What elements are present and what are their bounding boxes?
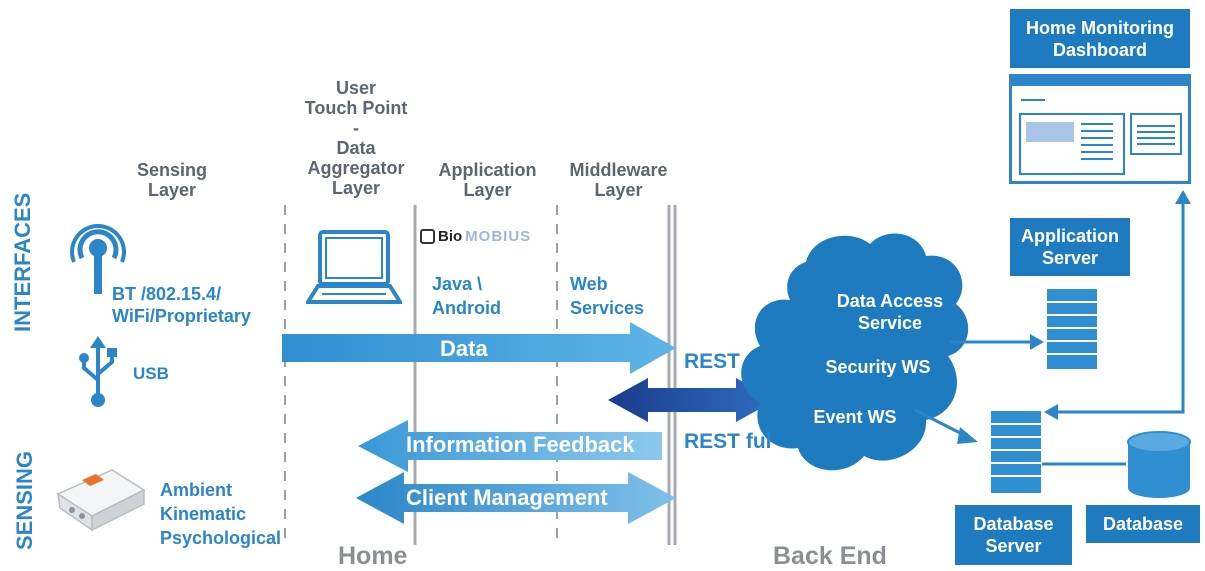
biomobius-logo-bio: Bio xyxy=(438,227,463,245)
cloud-to-appserver-head xyxy=(1030,334,1044,350)
database-server-icon xyxy=(991,411,1041,493)
data-access-service-label: Data Access Service xyxy=(836,291,944,333)
biomobius-mark-icon xyxy=(420,228,435,244)
client-management-arrow xyxy=(356,472,676,524)
dashboard-title-box: Home Monitoring Dashboard xyxy=(1010,9,1190,68)
security-ws-label: Security WS xyxy=(825,357,931,377)
sensor-types-label: Ambient Kinematic Psychological xyxy=(160,480,282,548)
rest-double-arrow xyxy=(608,378,776,422)
information-feedback-label: Information Feedback xyxy=(406,432,635,457)
laptop-icon xyxy=(306,230,402,304)
layer-heading-application: Application Layer xyxy=(438,160,537,200)
dashboard-screen-icon xyxy=(1009,74,1191,184)
data-arrow-label: Data xyxy=(440,336,488,361)
database-box: Database xyxy=(1086,505,1200,543)
database-cylinder-icon xyxy=(1127,431,1191,498)
layer-heading-user-touch-point: User Touch Point - Data Aggregator Layer xyxy=(304,78,408,198)
usb-label: USB xyxy=(133,364,169,383)
application-server-icon xyxy=(1047,289,1097,369)
application-platform-label: Java \ Android xyxy=(432,274,501,318)
layer-heading-sensing: Sensing Layer xyxy=(136,160,207,200)
cloud-to-dbserver-head xyxy=(957,427,978,444)
biomobius-logo-mobius: MOBIUS xyxy=(465,227,532,245)
client-management-label: Client Management xyxy=(406,485,608,510)
dbserver-incoming-head xyxy=(1044,404,1058,420)
event-ws-label: Event WS xyxy=(813,407,897,427)
biomobius-logo: Bio MOBIUS xyxy=(420,226,531,246)
footer-backend-label: Back End xyxy=(773,542,887,570)
database-server-box: Database Server xyxy=(955,505,1072,565)
information-feedback-arrow xyxy=(358,420,662,472)
layer-heading-middleware: Middleware Layer xyxy=(569,160,668,200)
cloud-to-dbserver-line xyxy=(914,408,965,437)
footer-home-label: Home xyxy=(338,542,408,570)
dashboard-arrow-head xyxy=(1175,190,1191,204)
usb-icon xyxy=(79,336,117,407)
data-arrow xyxy=(282,322,676,374)
wireless-antenna-icon xyxy=(70,224,126,294)
wireless-protocols-label: BT /802.15.4/ WiFi/Proprietary xyxy=(112,284,251,326)
sensor-device-icon xyxy=(56,469,146,532)
backend-cloud xyxy=(741,233,969,471)
dbserver-to-dashboard-line xyxy=(1058,200,1185,414)
restful-label: REST ful xyxy=(684,430,772,453)
middleware-services-label: Web Services xyxy=(570,274,645,318)
application-server-box: Application Server xyxy=(1010,218,1130,276)
rest-label: REST xyxy=(684,350,741,373)
